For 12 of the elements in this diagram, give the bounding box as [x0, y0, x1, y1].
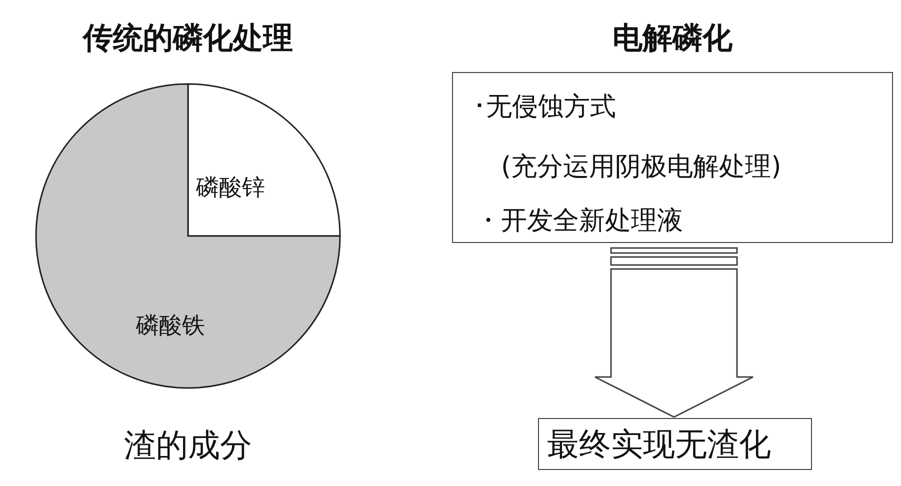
result-text: 最终实现无渣化: [547, 424, 771, 465]
block-arrow: [594, 247, 754, 418]
heading: 传统的磷化处理: [83, 20, 293, 58]
chart-caption: 渣的成分: [124, 425, 252, 466]
heading: 电解磷化: [612, 20, 732, 58]
bullet-text: ･无侵蚀方式: [473, 91, 616, 124]
text-box: [452, 72, 893, 243]
result-box: [538, 418, 812, 470]
bullet-text: ・开发全新处理液: [475, 205, 683, 238]
bullet-text: (充分运用阴极电解处理): [501, 151, 782, 184]
slice-label: 磷酸锌: [196, 174, 265, 203]
slice-label: 磷酸铁: [136, 312, 205, 341]
